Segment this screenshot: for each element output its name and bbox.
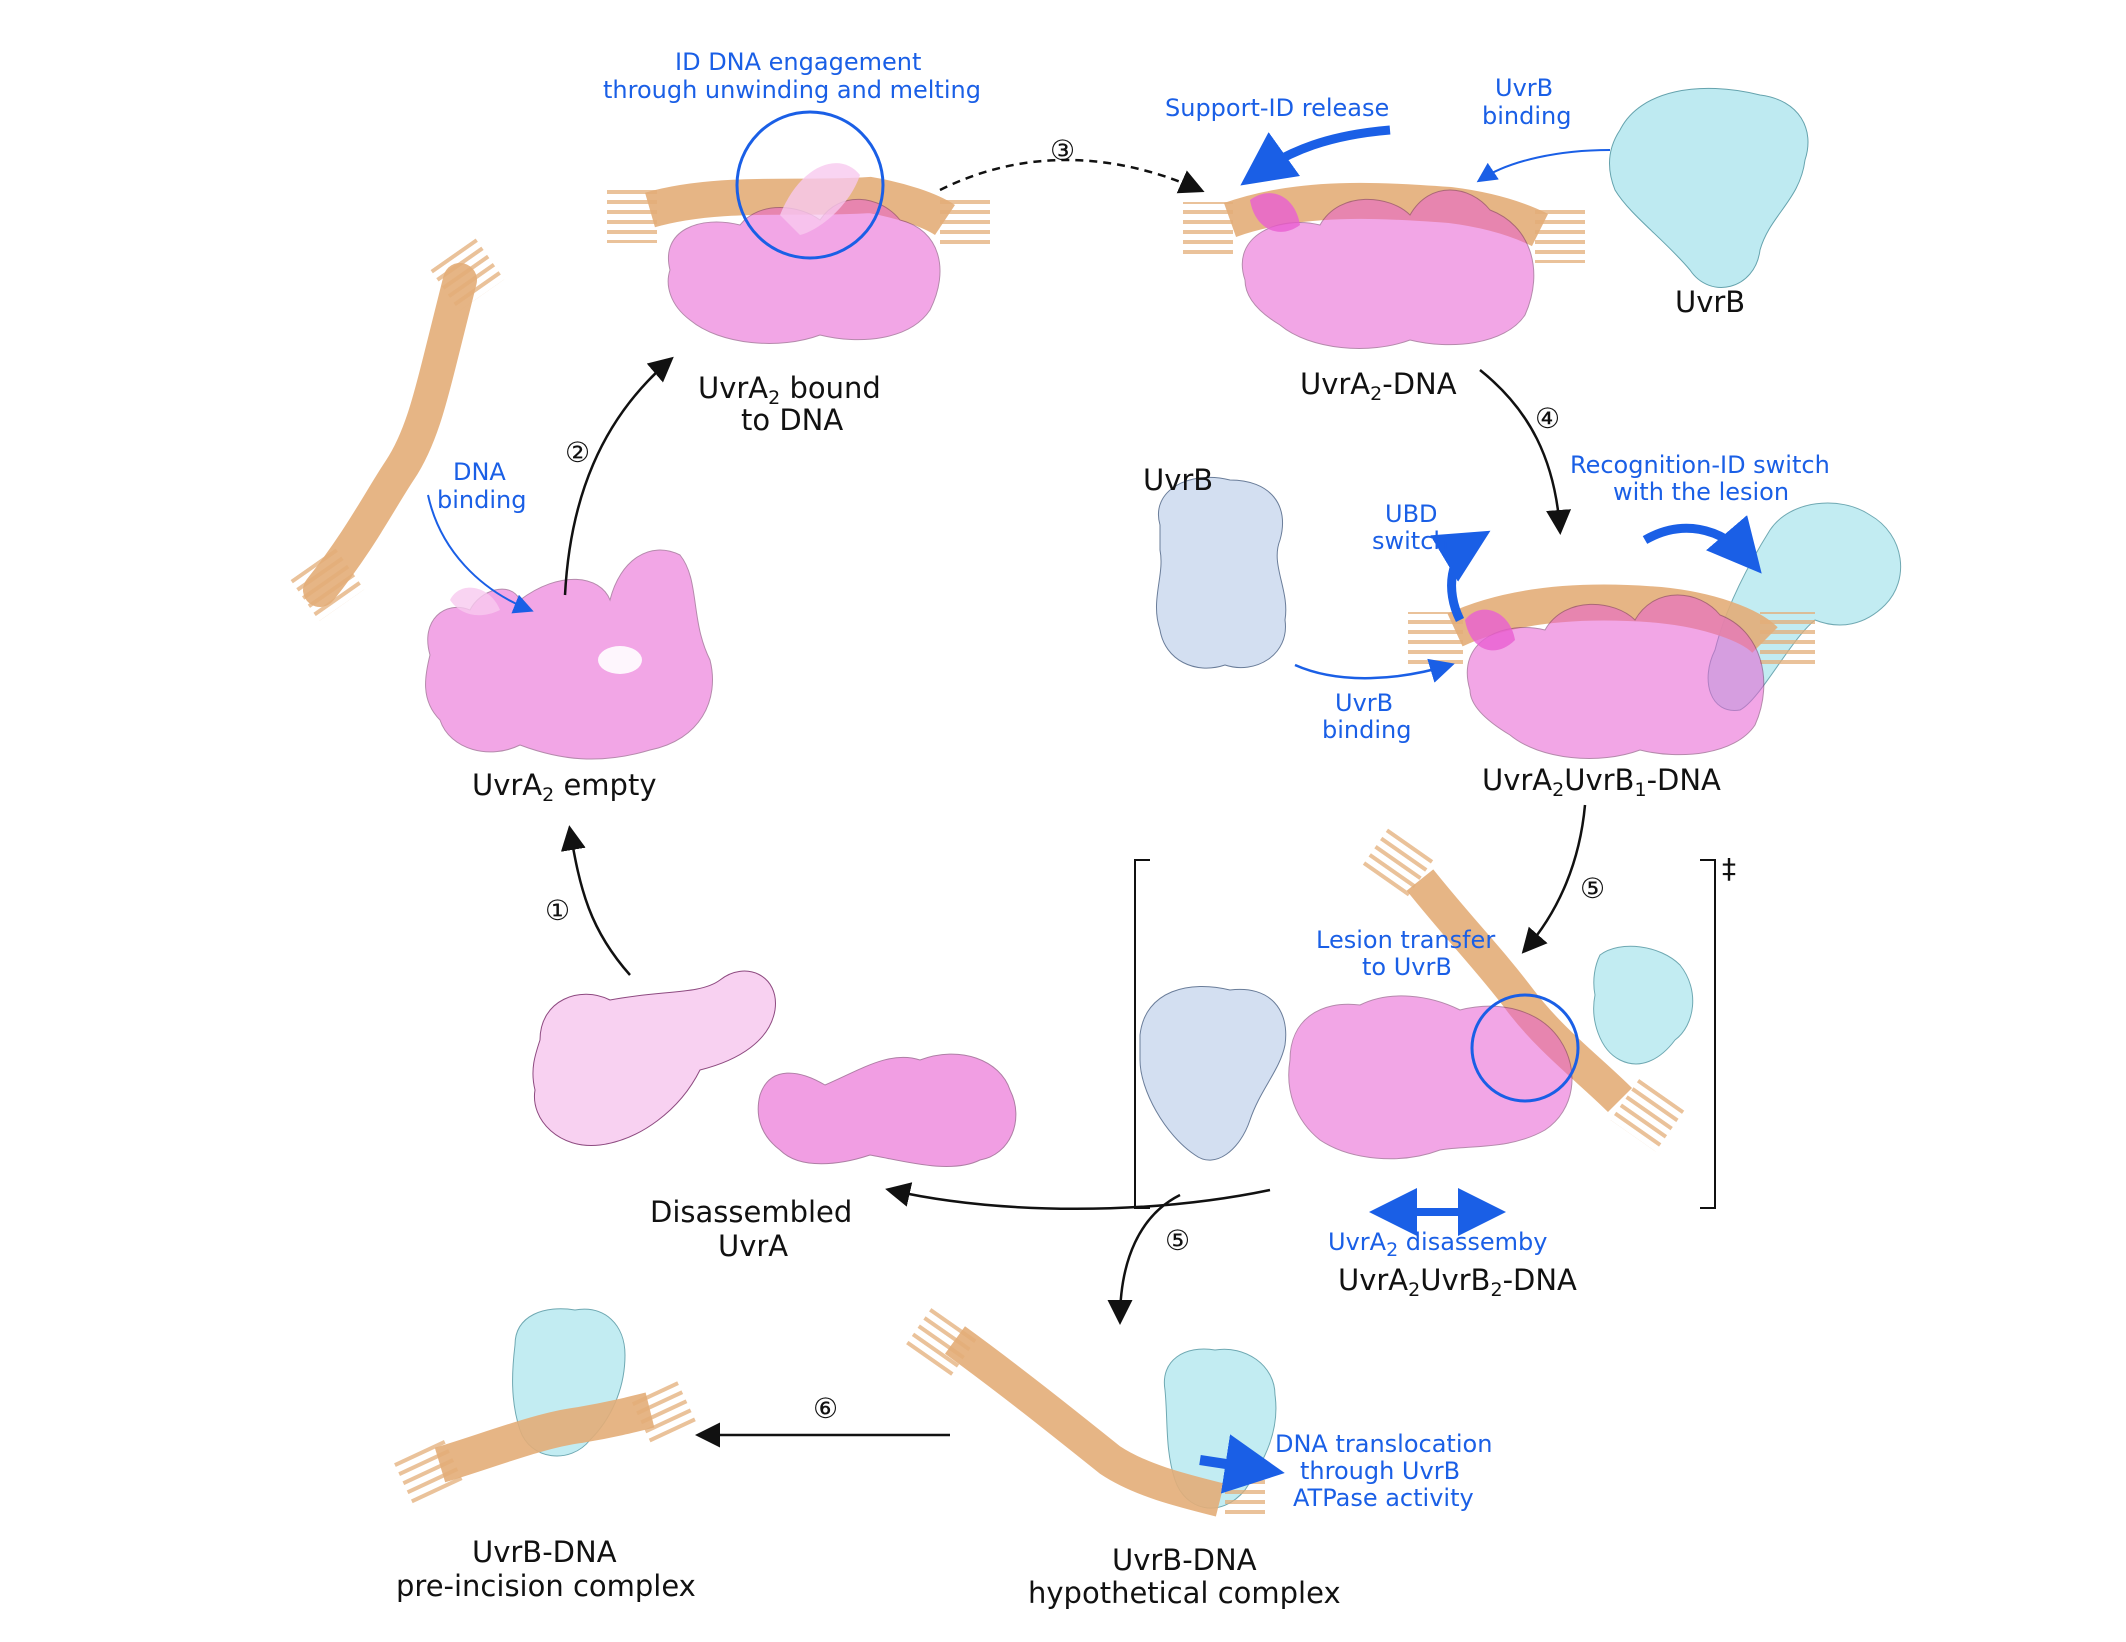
step-4: ④ — [1535, 402, 1560, 435]
step-3: ③ — [1050, 134, 1075, 167]
ann-ubd-switch-line1: UBD — [1385, 500, 1438, 528]
arrow-translocation — [1199, 1434, 1285, 1494]
arrow-step-5-down — [1521, 804, 1587, 954]
ann-uvrb-binding-mid-line1: UvrB — [1335, 689, 1393, 717]
ann-recognition-switch-line2: with the lesion — [1613, 478, 1789, 506]
label-uvra2-uvrb2-dna: UvrA2UvrB2-DNA — [1338, 1263, 1577, 1301]
step-numbers: ① ② ③ ④ ⑤ ⑤ ⑥ — [545, 134, 1605, 1425]
uvra2-bound-dna-complex — [607, 110, 990, 344]
arrow-step-2 — [563, 356, 674, 596]
annotation-labels: DNA binding ID DNA engagement through un… — [437, 48, 1830, 1512]
label-uvra2-bound-line1: UvrA2 bound — [698, 371, 881, 409]
uvra2-uvrb2-dna-complex — [1139, 827, 1694, 1161]
label-disassembled-line2: UvrA — [718, 1229, 788, 1263]
label-uvrb-dna-hyp-line2: hypothetical complex — [1028, 1576, 1341, 1610]
ann-uvrb-binding-mid-line2: binding — [1322, 716, 1411, 744]
transition-state-mark: ‡ — [1722, 852, 1736, 885]
label-disassembled-line1: Disassembled — [650, 1195, 852, 1229]
state-labels: UvrA2 empty UvrA2 bound to DNA UvrA2-DNA… — [396, 285, 1745, 1610]
uvra2-uvrb1-dna-complex — [1408, 502, 1901, 759]
label-uvra2-dna: UvrA2-DNA — [1300, 367, 1457, 405]
ann-dna-binding-line1: DNA — [453, 458, 506, 486]
arrow-step-5-branch — [1107, 1193, 1181, 1325]
arrow-step-3 — [939, 158, 1205, 194]
label-uvrb-top: UvrB — [1675, 285, 1745, 319]
ann-dna-translocation-line2: through UvrB — [1300, 1457, 1460, 1485]
disassembled-uvra — [532, 970, 1017, 1167]
ann-lesion-transfer-line2: to UvrB — [1362, 953, 1452, 981]
label-uvra2-empty: UvrA2 empty — [472, 768, 657, 806]
uvra2-empty-complex — [425, 549, 713, 760]
ann-id-engagement-line1: ID DNA engagement — [675, 48, 921, 76]
arrow-step-1 — [560, 825, 631, 976]
label-uvra2-bound-line2: to DNA — [741, 403, 843, 437]
uvra2-dna-complex — [1183, 182, 1585, 349]
ann-id-engagement-line2: through unwinding and melting — [603, 76, 981, 104]
label-uvrb-dna-hyp-line1: UvrB-DNA — [1112, 1543, 1257, 1577]
arrow-recognition-switch — [1642, 515, 1762, 574]
step-6: ⑥ — [813, 1392, 838, 1425]
step-1: ① — [545, 894, 570, 927]
ann-dna-translocation-line3: ATPase activity — [1293, 1484, 1474, 1512]
ann-recognition-switch-line1: Recognition-ID switch — [1570, 451, 1830, 479]
transition-state-brackets — [1134, 859, 1716, 1209]
step-2: ② — [565, 436, 590, 469]
ann-lesion-transfer-line1: Lesion transfer — [1316, 926, 1495, 954]
label-uvrb-dna-pre-line1: UvrB-DNA — [472, 1535, 617, 1569]
arrow-uvrb-binding-top — [1476, 149, 1611, 183]
uvrb-dna-hypothetical-complex — [905, 1304, 1277, 1520]
uvrb-free-middle — [1156, 476, 1287, 669]
arrow-ubd-switch — [1430, 530, 1491, 623]
ann-dna-binding-line2: binding — [437, 486, 526, 514]
arrow-to-disassembled — [885, 1182, 1271, 1210]
uvrb-free-top — [1609, 87, 1809, 288]
annotation-arrows — [427, 125, 1762, 1494]
uvrb-dna-preincision-complex — [391, 1308, 697, 1505]
arrow-support-release — [1240, 125, 1391, 186]
step-5-lower: ⑤ — [1165, 1224, 1190, 1257]
ann-uvra2-disassembly: UvrA2 disassemby — [1328, 1228, 1548, 1261]
ann-uvrb-binding-top-line1: UvrB — [1495, 74, 1553, 102]
step-5-upper: ⑤ — [1580, 872, 1605, 905]
ann-uvrb-binding-top-line2: binding — [1482, 102, 1571, 130]
ann-ubd-switch-line2: switch — [1372, 527, 1449, 555]
label-uvra2-uvrb1-dna: UvrA2UvrB1-DNA — [1482, 763, 1721, 801]
arrow-dna-binding — [427, 494, 534, 614]
arrow-uvrb-binding-mid — [1294, 658, 1455, 683]
arrow-step-4 — [1479, 369, 1572, 535]
ann-dna-translocation-line1: DNA translocation — [1275, 1430, 1492, 1458]
ann-support-release: Support-ID release — [1165, 94, 1389, 122]
label-uvrb-dna-pre-line2: pre-incision complex — [396, 1569, 696, 1603]
cycle-arrows — [560, 158, 1587, 1448]
free-dna-left — [290, 238, 505, 621]
label-uvrb-middle: UvrB — [1143, 463, 1213, 497]
